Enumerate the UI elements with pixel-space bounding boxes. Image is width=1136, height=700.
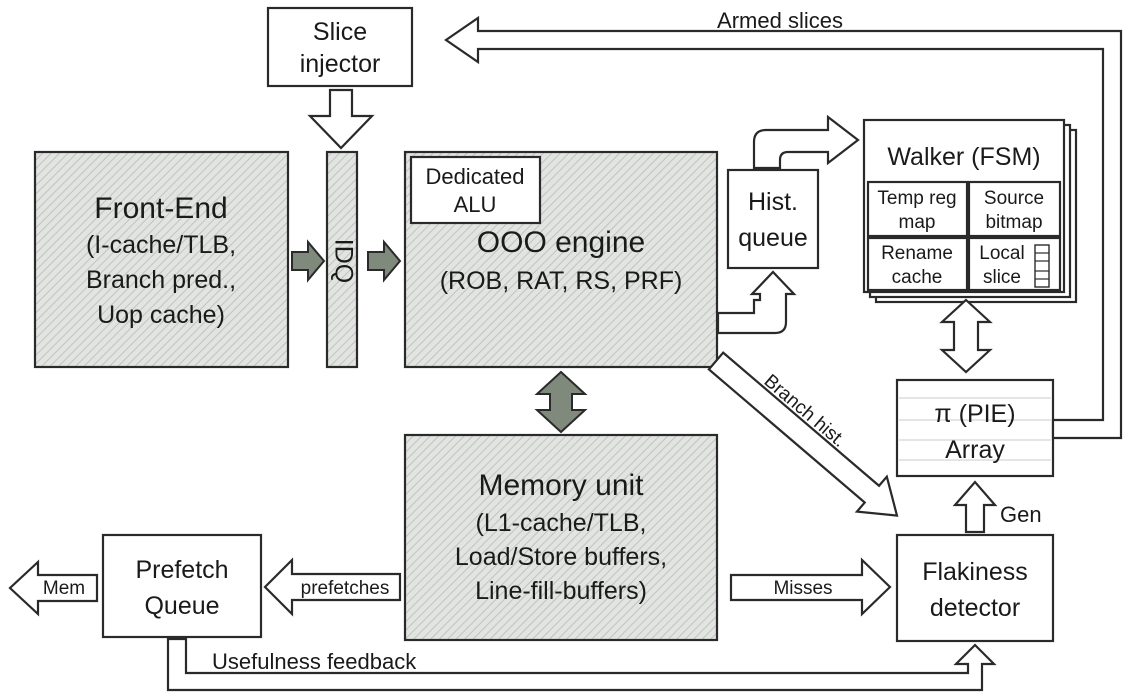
flakiness-detector-line-2: detector (930, 594, 1020, 622)
arrow-injector-to-idq (307, 88, 375, 150)
arrow-prefetches (263, 557, 402, 617)
memory-unit-line-2: Load/Store buffers, (455, 543, 667, 571)
slice-injector-label-1: Slice (313, 18, 367, 46)
front-end-line-2: Branch pred., (86, 266, 236, 294)
front-end-line-1: (I-cache/TLB, (86, 231, 236, 259)
memory-unit-line-3: Line-fill-buffers) (475, 577, 647, 605)
walker-title: Walker (FSM) (887, 143, 1040, 171)
ooo-engine-title: OOO engine (477, 226, 645, 259)
temp-reg-map-cell (866, 180, 969, 238)
memory-unit-title: Memory unit (478, 469, 644, 502)
arrow-frontend-to-idq (291, 239, 326, 283)
ooo-engine-subtitle: (ROB, RAT, RS, PRF) (440, 267, 683, 295)
walker-block: Walker (FSM) Temp reg map Source bitmap … (862, 118, 1078, 304)
prefetch-queue-line-2: Queue (144, 592, 219, 620)
front-end-block: Front-End (I-cache/TLB, Branch pred., Uo… (33, 150, 290, 369)
arrow-ooo-memory-bidirectional (534, 370, 588, 434)
local-slice-stack-icon (1034, 244, 1050, 288)
dedicated-alu-line-1: Dedicated (425, 164, 524, 189)
mem-label: Mem (43, 578, 85, 599)
arrow-usefulness-feedback (166, 637, 997, 692)
arrow-branch-hist: Branch hist. (707, 351, 899, 517)
hist-queue-line-2: queue (738, 224, 808, 252)
slice-injector-label-2: injector (300, 50, 381, 78)
dedicated-alu-line-2: ALU (454, 192, 497, 217)
hist-queue-line-1: Hist. (748, 188, 798, 216)
arrow-hist-queue-to-walker (752, 114, 860, 170)
pie-array-block: π (PIE) Array (895, 378, 1055, 478)
local-slice-line-1: Local (979, 243, 1024, 264)
arrow-ooo-to-hist-queue (716, 270, 797, 335)
source-bitmap-line-2: bitmap (985, 212, 1042, 233)
front-end-line-3: Uop cache) (97, 301, 225, 329)
usefulness-feedback-label: Usefulness feedback (212, 649, 417, 674)
flakiness-detector-block: Flakiness detector (895, 533, 1055, 643)
dedicated-alu-box (409, 155, 542, 225)
arrow-gen (952, 480, 998, 534)
rename-cache-line-2: cache (892, 267, 943, 288)
pie-array-line-2: Array (945, 436, 1005, 464)
prefetches-label: prefetches (301, 578, 390, 599)
pie-array-line-1: π (PIE) (934, 400, 1015, 428)
armed-slices-label: Armed slices (717, 8, 843, 33)
temp-reg-map-line-1: Temp reg (877, 188, 956, 209)
source-bitmap-cell (967, 180, 1062, 238)
arrow-walker-pie-bidirectional (939, 298, 993, 374)
gen-label: Gen (1000, 502, 1042, 527)
source-bitmap-line-1: Source (984, 188, 1044, 209)
arrow-misses (729, 557, 892, 617)
memory-unit-line-1: (L1-cache/TLB, (476, 509, 647, 537)
prefetch-queue-line-1: Prefetch (135, 556, 228, 584)
ooo-engine-block: Dedicated ALU OOO engine (ROB, RAT, RS, … (403, 150, 719, 369)
slice-injector-block: Slice injector (266, 6, 414, 88)
rename-cache-cell (866, 236, 969, 292)
idq-label: IDQ (329, 239, 357, 283)
idq-block: IDQ (325, 150, 359, 369)
flakiness-detector-line-1: Flakiness (922, 558, 1028, 586)
local-slice-line-2: slice (983, 267, 1021, 288)
prefetch-queue-block: Prefetch Queue (101, 533, 263, 639)
rename-cache-line-1: Rename (881, 243, 953, 264)
front-end-title: Front-End (94, 192, 227, 225)
hist-queue-block: Hist. queue (726, 168, 820, 270)
arrow-mem (8, 559, 99, 617)
arrow-armed-slices (444, 15, 1123, 440)
arrow-idq-to-ooo (367, 239, 402, 283)
temp-reg-map-line-2: map (899, 212, 936, 233)
memory-unit-block: Memory unit (L1-cache/TLB, Load/Store bu… (403, 433, 719, 642)
misses-label: Misses (773, 578, 832, 599)
